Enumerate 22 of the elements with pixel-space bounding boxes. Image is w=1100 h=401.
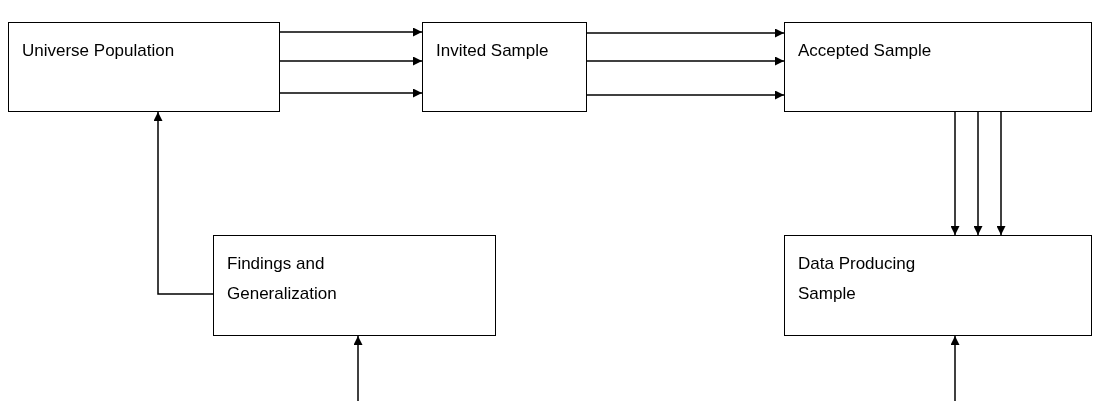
process-box [8, 22, 280, 112]
box-label: Accepted Sample [798, 40, 933, 62]
arrow [950, 335, 960, 401]
process-box [213, 235, 496, 336]
process-box [422, 22, 587, 112]
arrow [279, 56, 423, 66]
arrow [279, 88, 423, 98]
arrow [353, 335, 363, 401]
arrow [973, 111, 983, 236]
process-box [784, 235, 1092, 336]
arrow [279, 27, 423, 37]
box-label: Findings and Generalization [227, 253, 338, 305]
arrow [586, 90, 785, 100]
arrow [996, 111, 1006, 236]
process-box [784, 22, 1092, 112]
arrow [586, 56, 785, 66]
box-label: Data Producing Sample [798, 253, 917, 305]
box-label: Invited Sample [436, 40, 550, 62]
arrow [153, 111, 214, 295]
arrow [950, 111, 960, 236]
box-label: Universe Population [22, 40, 176, 62]
arrow [586, 28, 785, 38]
